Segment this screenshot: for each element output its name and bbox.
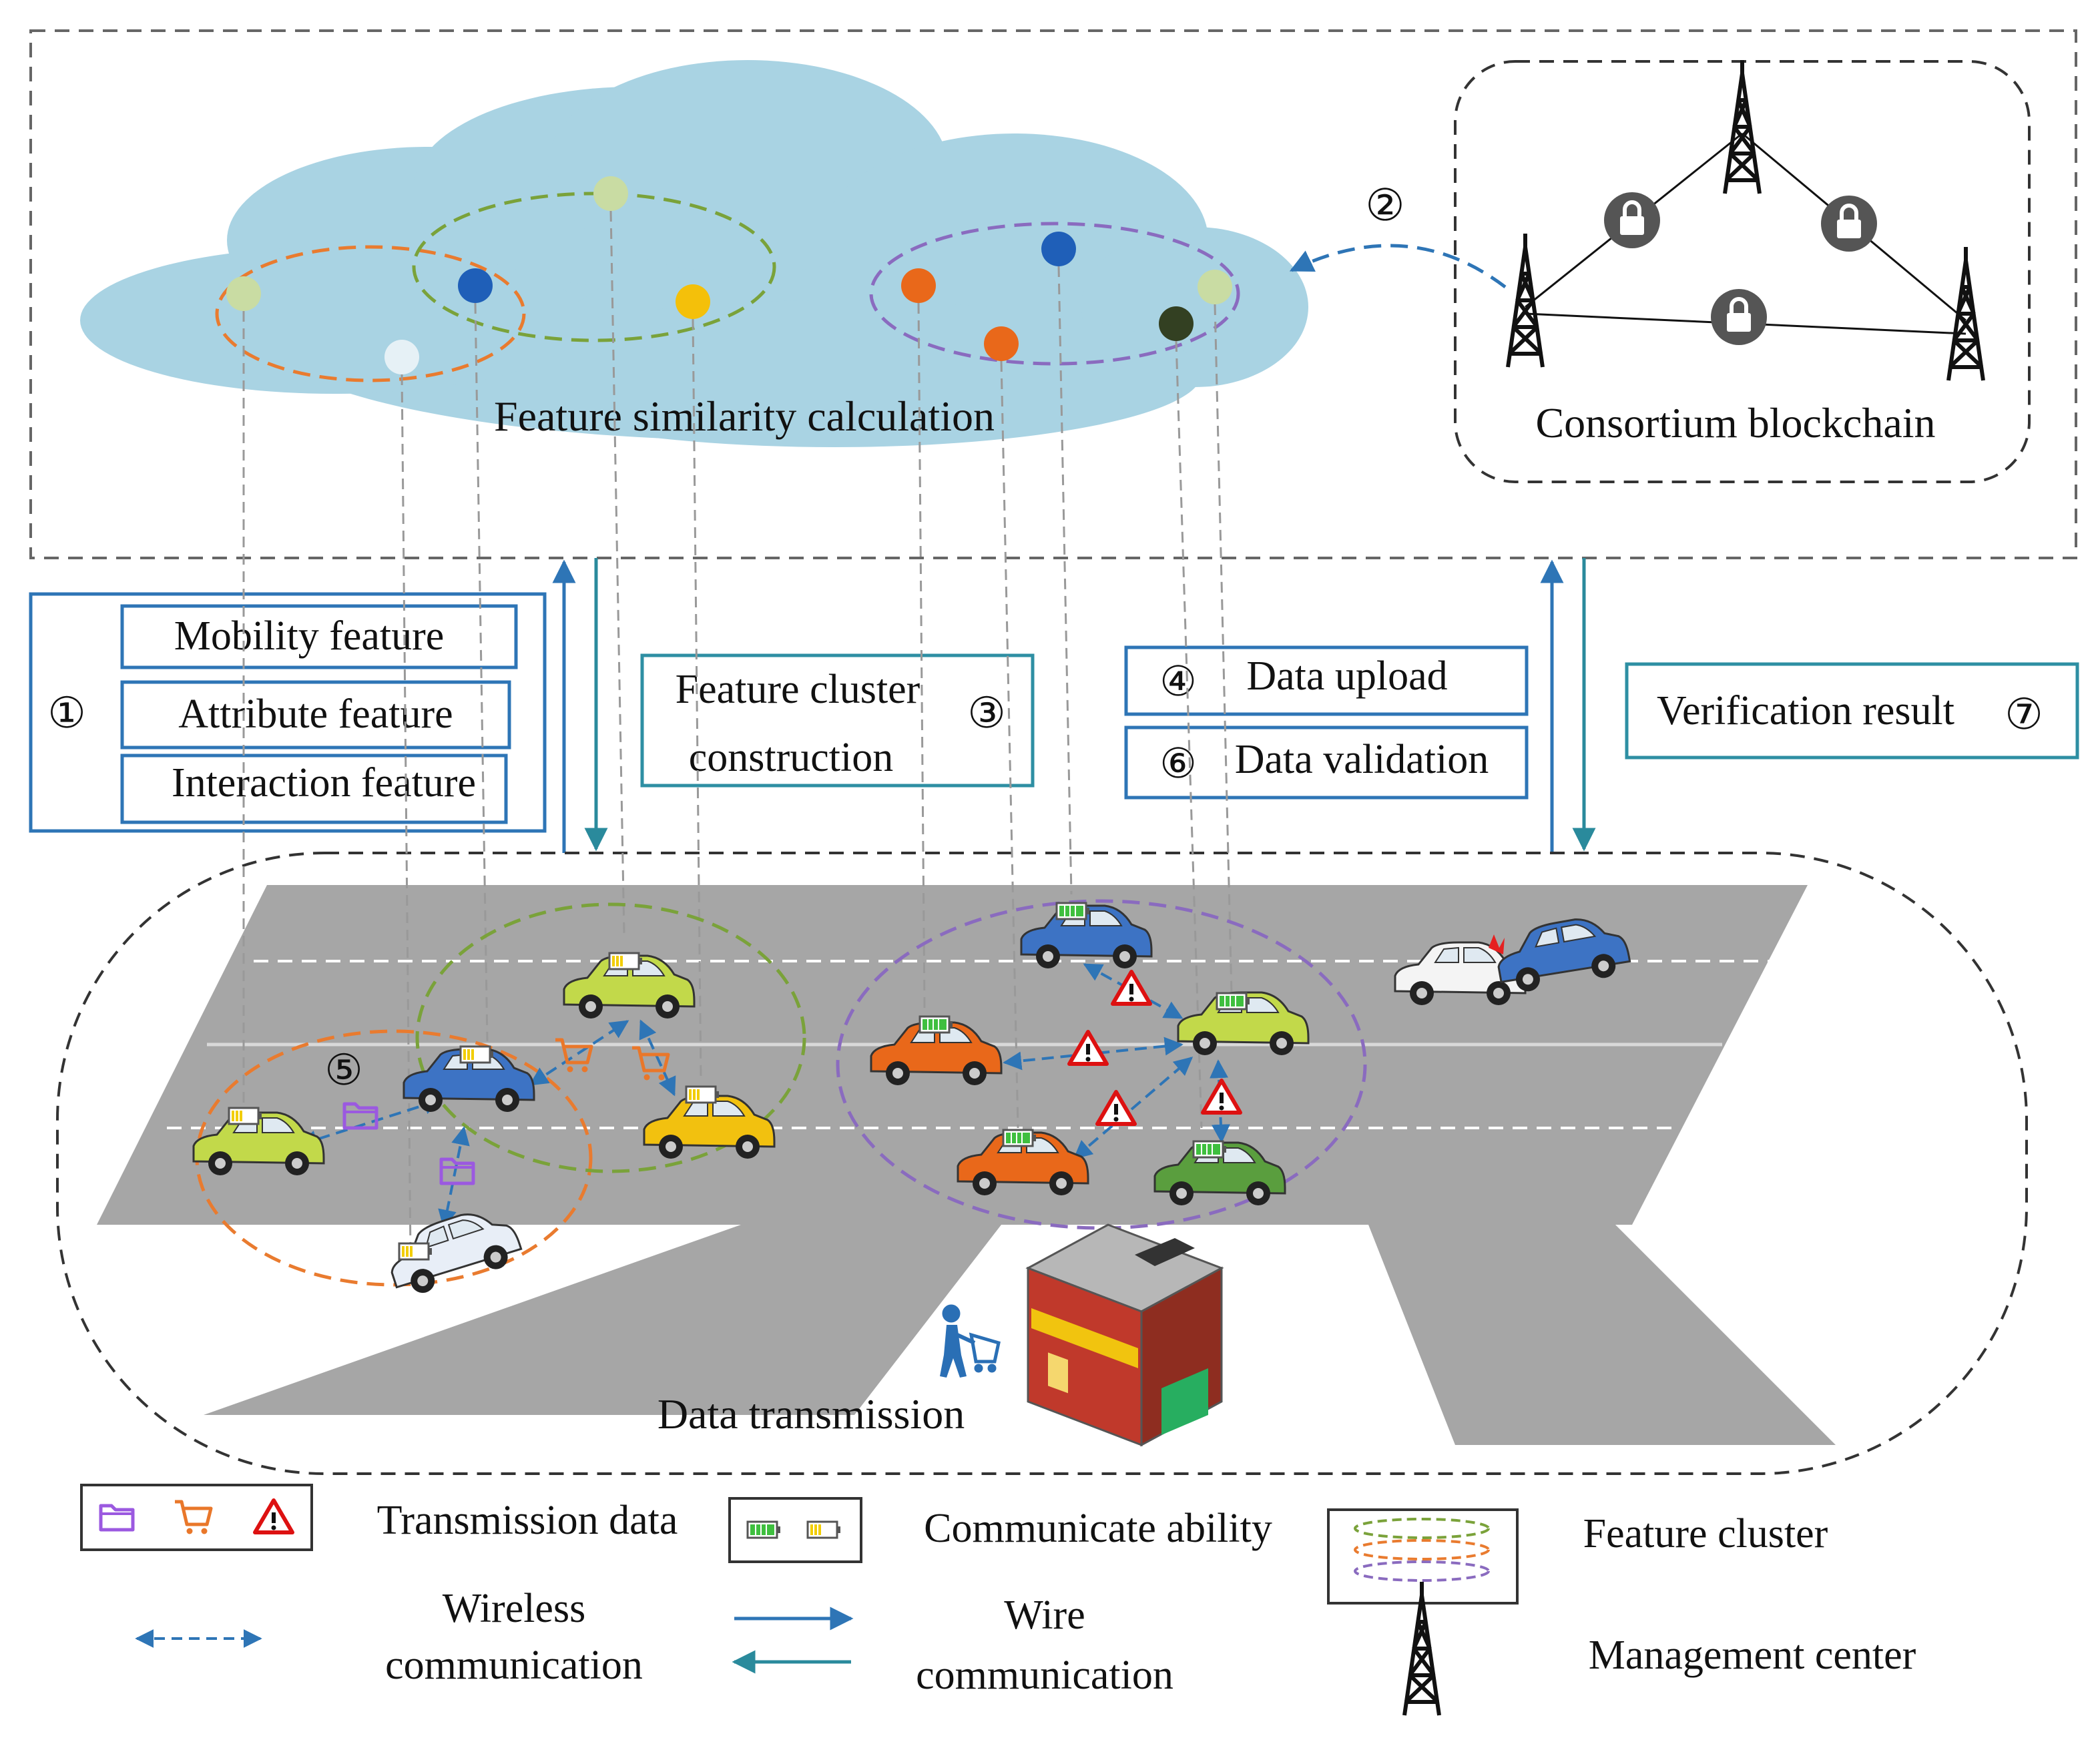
orange-cluster-ellipse: [215, 245, 526, 382]
battery-icon: [806, 1520, 842, 1539]
feature-label: Interaction feature: [172, 760, 476, 806]
battery-icon: [398, 1242, 433, 1261]
wire-arrows: [552, 558, 1596, 853]
verification-box: Verification result ⑦: [1625, 662, 2079, 760]
legend: Transmission data Communicate ability Fe…: [80, 1484, 1916, 1715]
purple-cluster-ellipse: [869, 222, 1240, 366]
battery-icon: [1192, 1140, 1228, 1159]
feature-cluster-label: Feature cluster: [676, 667, 921, 712]
transmission-region-boundary: [56, 852, 2028, 1475]
lock-icon: [1604, 192, 1660, 248]
battery-icon: [459, 1045, 495, 1064]
battery-icon: [608, 952, 643, 970]
legend-wireless: Wireless: [443, 1586, 585, 1631]
top-region-boundary: [29, 29, 2077, 559]
pedestrian-icon: [940, 1304, 1001, 1378]
legend-feature-cluster: Feature cluster: [1583, 1511, 1828, 1556]
battery-icon: [746, 1520, 782, 1539]
legend-transmission-data: Transmission data: [377, 1498, 678, 1543]
cloud-title: Feature similarity calculation: [494, 392, 995, 440]
data-transmission-label: Data transmission: [658, 1390, 965, 1438]
legend-communicate-ability: Communicate ability: [924, 1506, 1272, 1551]
feature-nodes: [226, 176, 1232, 374]
battery-icon: [1002, 1129, 1037, 1147]
battery-icon: [685, 1085, 720, 1104]
data-upload-label: Data upload: [1246, 653, 1447, 699]
battery-icon: [1055, 902, 1091, 920]
battery-icon: [918, 1015, 954, 1034]
tower-icon: [1725, 60, 1760, 194]
legend-management-center: Management center: [1589, 1633, 1916, 1678]
green-cluster-circle: [415, 902, 806, 1173]
lock-icon: [1711, 289, 1767, 345]
step7-marker: ⑦: [2005, 691, 2043, 738]
feature-cluster-box: Feature cluster construction ③: [640, 653, 1035, 788]
data-validation-label: Data validation: [1235, 737, 1489, 782]
step2-arrow: [1289, 244, 1507, 288]
purple-cluster-circle: [836, 899, 1367, 1230]
step2-marker: ②: [1365, 182, 1404, 230]
feature-label: Attribute feature: [178, 691, 453, 737]
collision-spark-icon: [1489, 934, 1505, 954]
step4-marker: ④: [1159, 659, 1197, 705]
step1-marker: ①: [47, 689, 85, 737]
verification-label: Verification result: [1657, 688, 1954, 734]
shop-icon: [1025, 1223, 1224, 1447]
legend-wire: communication: [916, 1653, 1173, 1698]
blockchain-title: Consortium blockchain: [1535, 399, 1935, 447]
legend-wireless: communication: [385, 1643, 643, 1688]
lock-icon: [1821, 196, 1877, 252]
battery-icon: [1216, 992, 1251, 1010]
tower-icon: [1948, 247, 1983, 380]
legend-wire: Wire: [1004, 1592, 1085, 1638]
battery-icon: [228, 1107, 263, 1125]
feature-cluster-label: construction: [689, 735, 894, 780]
step3-marker: ③: [967, 689, 1005, 737]
step5-marker: ⑤: [324, 1047, 362, 1094]
feature-label: Mobility feature: [174, 613, 445, 659]
feature-input-box: ① Mobility feature Attribute feature Int…: [29, 592, 547, 833]
tower-icon: [1508, 234, 1543, 367]
data-upload-box: ④ Data upload ⑥ Data validation: [1124, 645, 1529, 800]
